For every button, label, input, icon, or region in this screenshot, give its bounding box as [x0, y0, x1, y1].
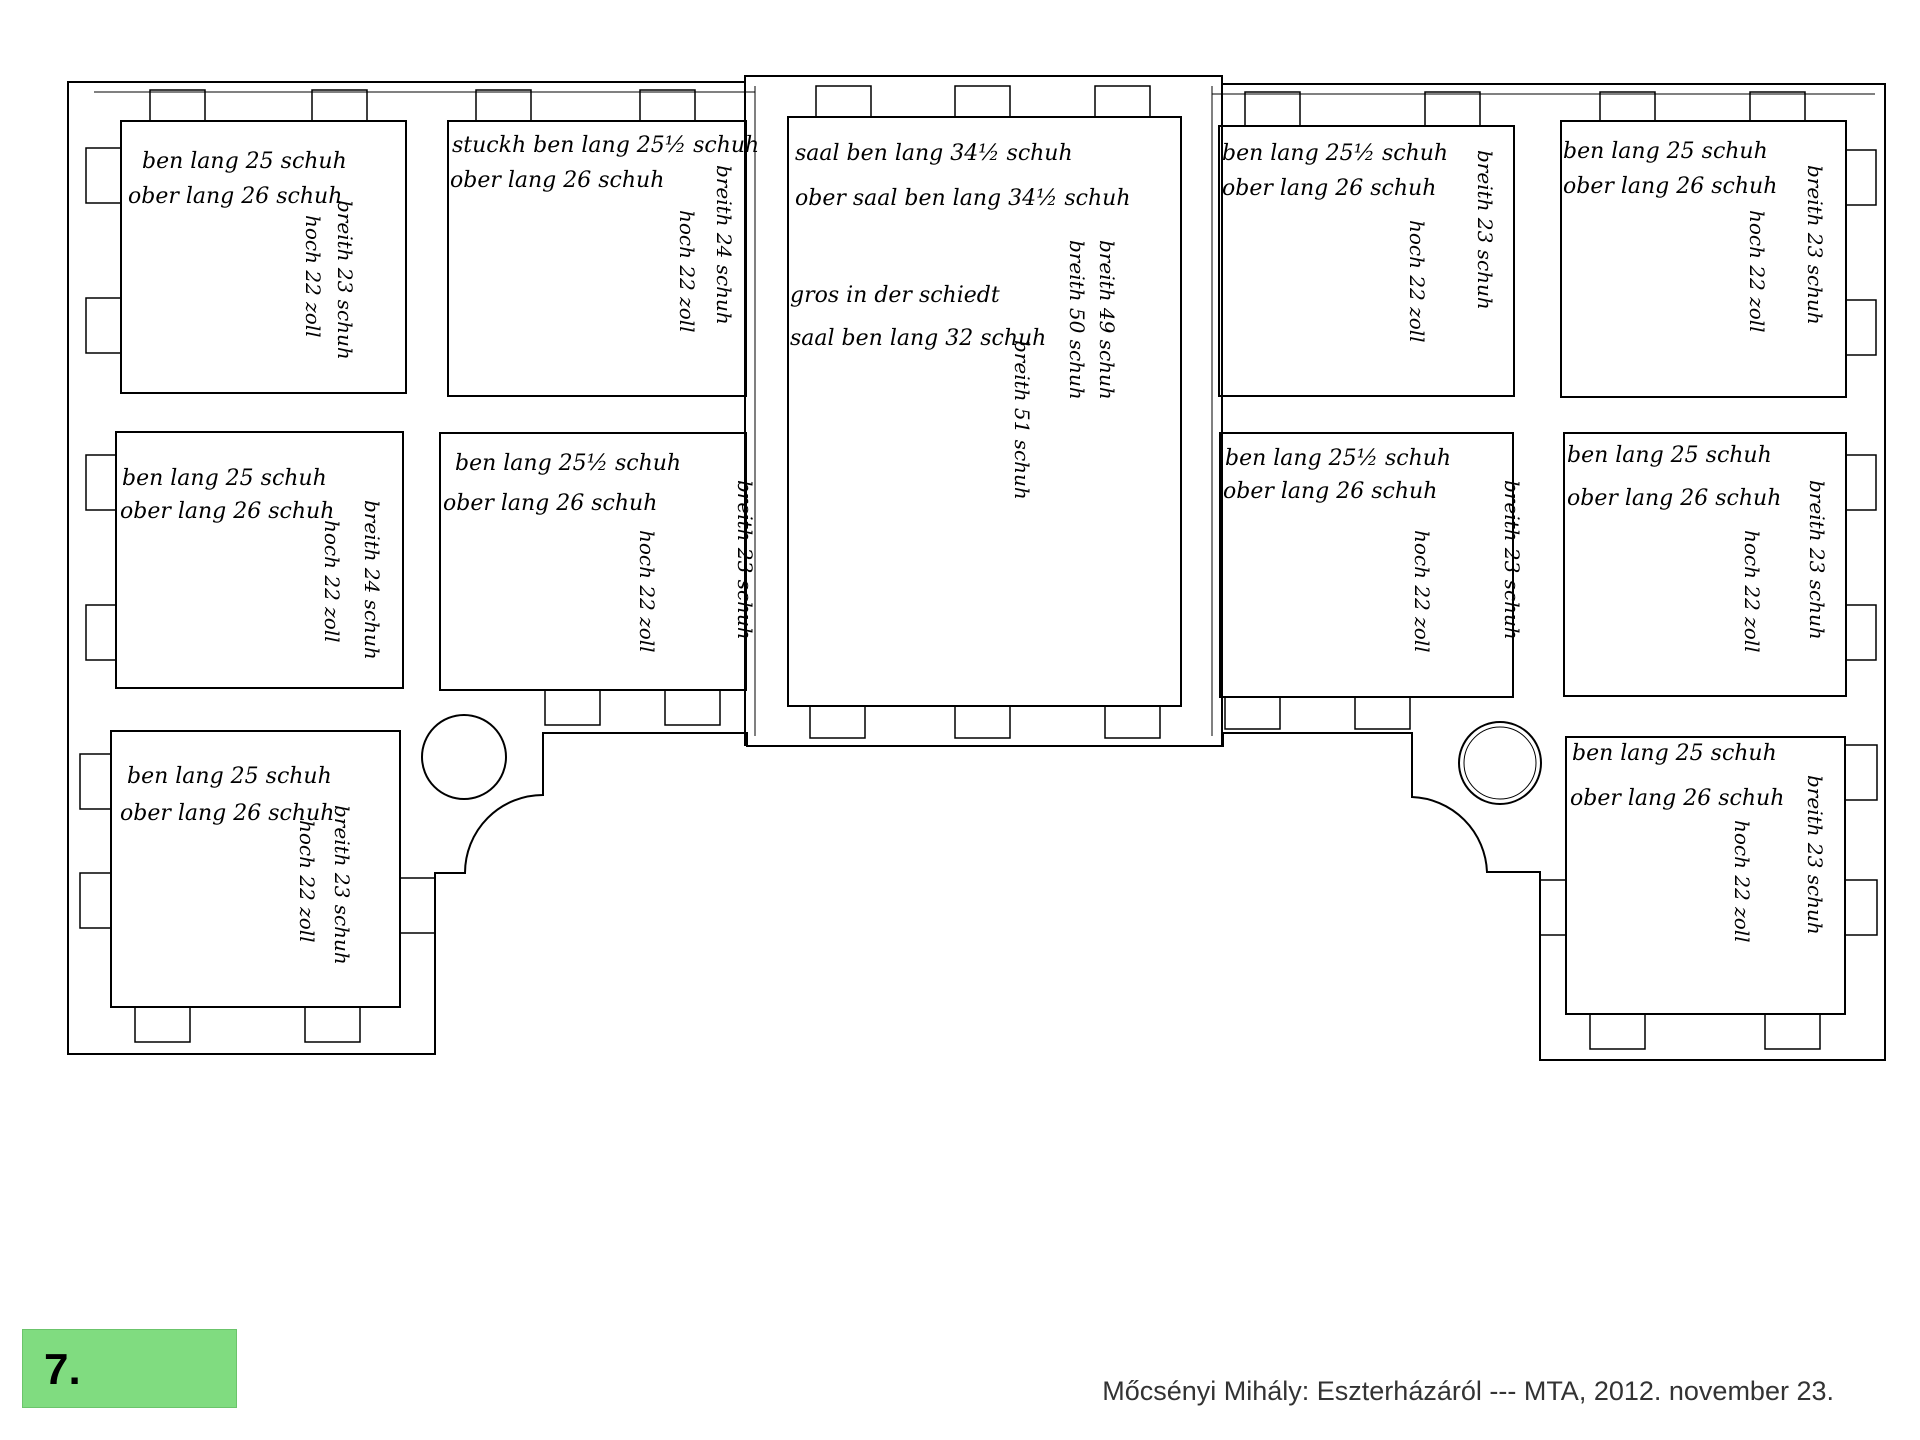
room-upper-3	[1218, 125, 1515, 397]
slide-number-badge: 7.	[22, 1329, 237, 1408]
annotation: breith 23 schuh	[333, 200, 357, 360]
annotation: hoch 22 zoll	[320, 520, 344, 643]
annotation: breith 51 schuh	[1010, 340, 1034, 500]
annotation: breith 23 schuh	[1803, 165, 1827, 325]
room-upper-2	[447, 120, 747, 397]
annotation: ben lang 25 schuh	[127, 764, 332, 789]
annotation: ober lang 26 schuh	[120, 801, 334, 826]
annotation: ober lang 26 schuh	[1567, 486, 1781, 511]
annotation: breith 50 schuh	[1065, 240, 1089, 400]
annotation: hoch 22 zoll	[301, 215, 325, 338]
annotation: hoch 22 zoll	[295, 820, 319, 943]
annotation: hoch 22 zoll	[675, 210, 699, 333]
annotation: ober lang 26 schuh	[450, 168, 664, 193]
annotation: ober lang 26 schuh	[1222, 176, 1436, 201]
annotation: hoch 22 zoll	[1745, 210, 1769, 333]
room-middle-1	[115, 431, 404, 689]
annotation: ben lang 25 schuh	[1563, 139, 1768, 164]
room-middle-3	[1219, 432, 1514, 698]
room-upper-4	[1560, 120, 1847, 398]
annotation: ober lang 26 schuh	[443, 491, 657, 516]
annotation: breith 23 schuh	[1805, 480, 1829, 640]
annotation: hoch 22 zoll	[1405, 220, 1429, 343]
annotation: saal ben lang 32 schuh	[790, 326, 1046, 351]
annotation: ben lang 25 schuh	[1572, 741, 1777, 766]
annotation: ben lang 25½ schuh	[1225, 446, 1451, 471]
stair-left	[421, 714, 507, 800]
annotation: breith 23 schuh	[733, 480, 757, 640]
annotation: ober lang 26 schuh	[1570, 786, 1784, 811]
annotation: breith 23 schuh	[1473, 150, 1497, 310]
annotation: breith 24 schuh	[360, 500, 384, 660]
annotation: breith 23 schuh	[1803, 775, 1827, 935]
annotation: breith 23 schuh	[1500, 480, 1524, 640]
annotation: ben lang 25 schuh	[1567, 443, 1772, 468]
annotation: ben lang 25 schuh	[142, 149, 347, 174]
annotation: stuckh ben lang 25½ schuh	[452, 133, 759, 158]
stair-right	[1458, 721, 1542, 805]
annotation: ober lang 26 schuh	[120, 499, 334, 524]
annotation: hoch 22 zoll	[1410, 530, 1434, 653]
annotation: saal ben lang 34½ schuh	[795, 141, 1073, 166]
annotation: ober lang 26 schuh	[128, 184, 342, 209]
room-lower-right	[1565, 736, 1846, 1015]
annotation: ober lang 26 schuh	[1223, 479, 1437, 504]
room-lower-left	[110, 730, 401, 1008]
annotation: breith 23 schuh	[330, 805, 354, 965]
annotation: hoch 22 zoll	[635, 530, 659, 653]
room-middle-4	[1563, 432, 1847, 697]
annotation: breith 24 schuh	[712, 165, 736, 325]
footer-credit: Mőcsényi Mihály: Eszterházáról --- MTA, …	[1102, 1376, 1834, 1406]
annotation: hoch 22 zoll	[1740, 530, 1764, 653]
annotation: ben lang 25½ schuh	[1222, 141, 1448, 166]
annotation: gros in der schiedt	[790, 283, 1000, 308]
annotation: ober lang 26 schuh	[1563, 174, 1777, 199]
annotation: ben lang 25½ schuh	[455, 451, 681, 476]
annotation: ober saal ben lang 34½ schuh	[795, 186, 1131, 211]
annotation: ben lang 25 schuh	[122, 466, 327, 491]
room-upper-1	[120, 120, 407, 394]
annotation: breith 49 schuh	[1095, 240, 1119, 400]
annotation: hoch 22 zoll	[1730, 820, 1754, 943]
